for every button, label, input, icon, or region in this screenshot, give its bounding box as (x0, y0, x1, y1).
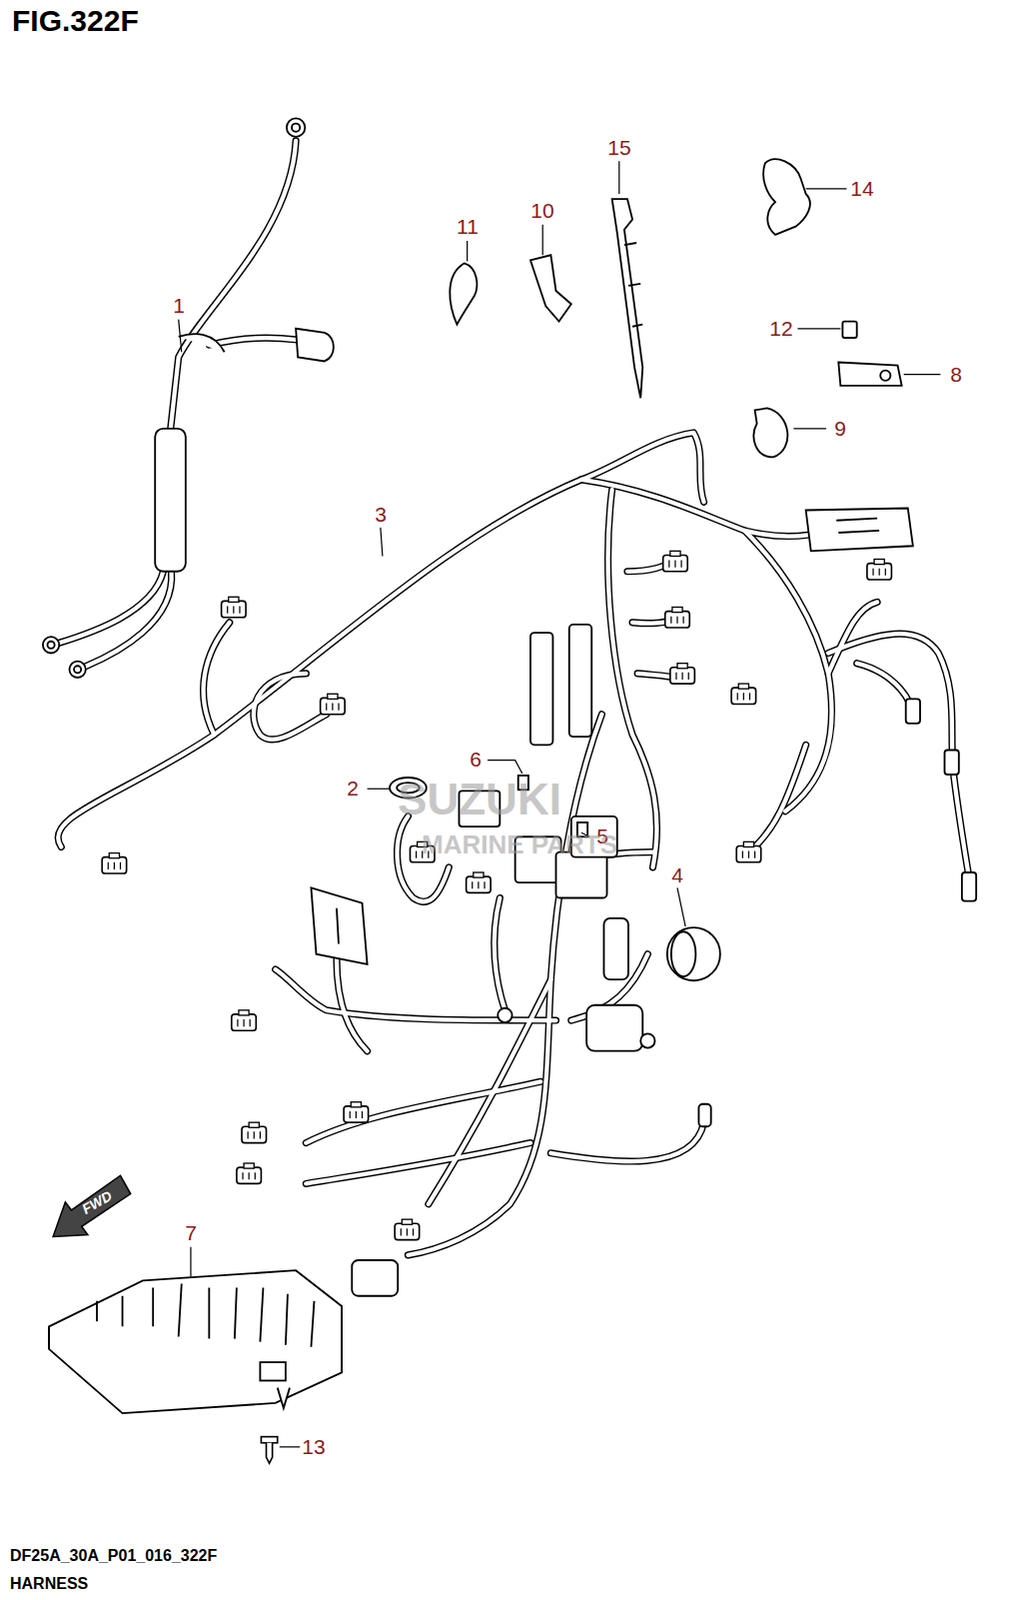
callout-number: 8 (950, 362, 963, 387)
callout-number: 3 (374, 502, 387, 527)
watermark: MARINE PARTS (421, 829, 618, 861)
figure-code: DF25A_30A_P01_016_322F (9, 1546, 217, 1565)
callout-number: 12 (769, 316, 793, 341)
callout-number: 4 (671, 863, 684, 888)
watermark: SUZUKI (397, 774, 562, 825)
callout-number: 13 (301, 1434, 325, 1459)
callout-number: 15 (607, 135, 631, 160)
callout-number: 14 (850, 176, 874, 201)
callout-number: 10 (530, 198, 554, 223)
figure-title: FIG.322F (11, 3, 139, 38)
callout-number: 7 (184, 1220, 197, 1245)
callout-number: 1 (172, 293, 185, 318)
figure-caption: HARNESS (9, 1574, 88, 1593)
callout-number: 11 (456, 214, 479, 239)
callout-number: 9 (834, 416, 847, 441)
callout-number: 2 (346, 776, 359, 801)
callout-number: 6 (469, 747, 482, 772)
